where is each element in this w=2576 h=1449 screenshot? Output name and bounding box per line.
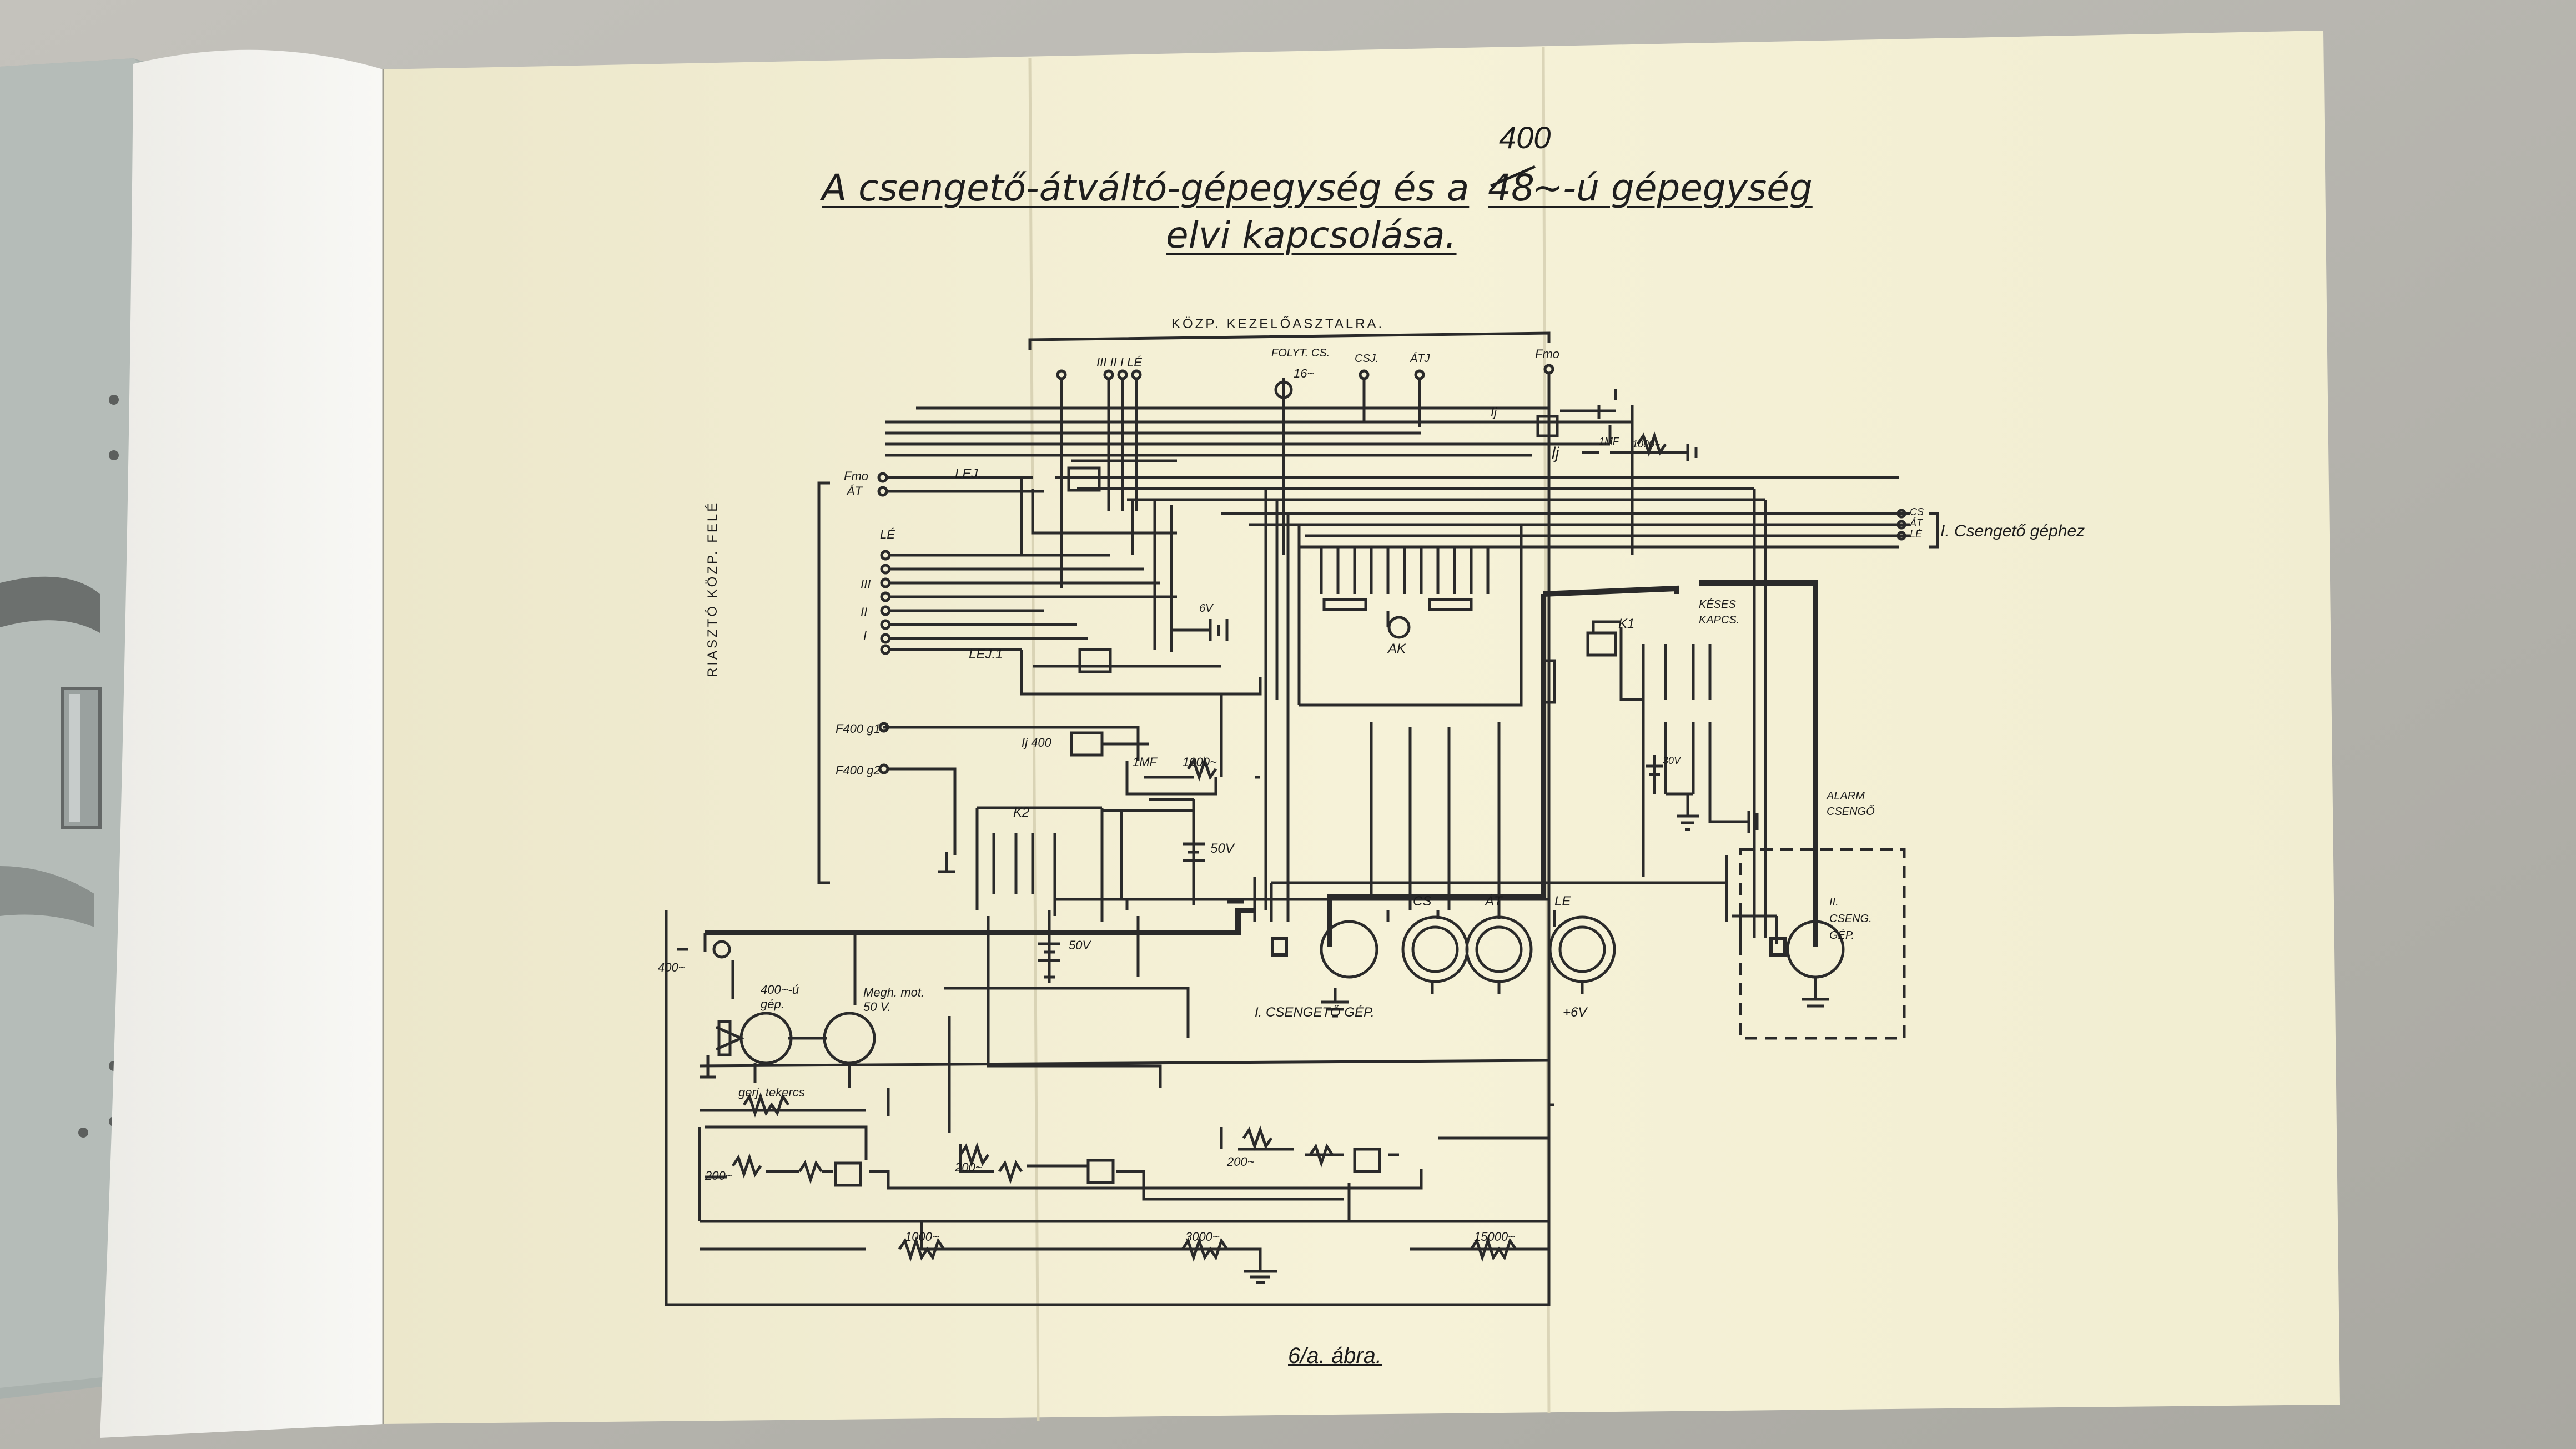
label-le-col: LÉ: [880, 527, 895, 541]
label-ij: Ij: [1491, 405, 1497, 419]
label-r200-1: 200~: [705, 1169, 733, 1183]
label-1000-mid: 1000~: [1632, 439, 1661, 450]
diagram-sheet: [383, 31, 2340, 1424]
label-fmo-top: Fmo: [1535, 347, 1559, 361]
label-rom-ii: II: [861, 605, 868, 619]
figure-caption: 6/a. ábra.: [1288, 1344, 1382, 1368]
binder-clip: [61, 687, 102, 829]
label-lj: lj: [1552, 444, 1559, 462]
label-r3000: 3000~: [1185, 1230, 1220, 1244]
label-1000-top: 1000~: [1183, 755, 1217, 769]
label-r200-2: 200~: [955, 1160, 983, 1174]
label-f400-2: F400 g2: [836, 763, 881, 777]
label-csj: CSJ.: [1355, 353, 1379, 365]
label-gerj-tekercs: gerj. tekercs: [738, 1085, 805, 1099]
label-csengeto-gep-1: I. CSENGETŐ GÉP.: [1255, 1005, 1375, 1020]
label-folyt-cs: FOLYT. CS.: [1271, 347, 1330, 359]
label-50v-b: 50V: [1069, 938, 1091, 952]
label-r15000: 15000~: [1474, 1230, 1516, 1244]
label-le-out: LÉ: [1910, 529, 1923, 540]
label-30v: 30V: [1663, 755, 1681, 766]
label-cs-out: CS: [1910, 506, 1924, 517]
label-fmo-left: Fmo: [844, 469, 868, 483]
label-kozp-kezelo: KÖZP. KEZELŐASZTALRA.: [1171, 316, 1385, 331]
circuit-wiring: [665, 331, 1939, 1306]
label-at-out: ÁT: [1910, 517, 1923, 529]
label-rom-i: I: [863, 628, 867, 642]
label-at-left: ÁT: [847, 484, 863, 498]
label-alarm-csengo: ALARM CSENGŐ: [1827, 790, 1875, 818]
label-atj: ÁTJ: [1410, 353, 1430, 365]
title-superscript-number: 400: [1499, 120, 1551, 155]
label-r1000: 1000~: [905, 1230, 939, 1244]
label-1mf-b: 1MF: [1599, 436, 1619, 447]
label-csengeto-gep-2: II. CSENG. GÉP.: [1829, 896, 1872, 942]
left-page: [100, 49, 383, 1438]
label-6v: 6V: [1199, 602, 1213, 615]
label-400hz: 400~: [658, 960, 686, 974]
label-f400-1: F400 g1: [836, 722, 881, 736]
label-gep400: 400~-ú gép.: [761, 983, 799, 1011]
label-hajto-mot: Megh. mot. 50 V.: [863, 985, 925, 1014]
label-csengeto-gephez: I. Csengető géphez: [1940, 522, 2085, 540]
title-line1-after: ~-ú gépegység: [1532, 167, 1813, 209]
label-k1: K1: [1618, 616, 1635, 631]
label-lej1: LEJ.1: [969, 647, 1003, 662]
label-plus6v: +6V: [1563, 1005, 1587, 1020]
label-ak: AK: [1388, 641, 1406, 656]
label-r200-3: 200~: [1227, 1155, 1255, 1169]
title-line1-before: A csengető-átváltó-gépegység és a: [822, 167, 1470, 209]
title-struck-number: 48: [1488, 167, 1534, 209]
label-50v-a: 50V: [1210, 841, 1234, 856]
label-keses-kapcs: KÉSES KAPCS.: [1699, 598, 1740, 626]
title-line2: elvi kapcsolása.: [1166, 214, 1457, 256]
label-lej: LEJ.: [955, 466, 982, 481]
label-rom-iii: III: [861, 577, 871, 591]
label-gen-cs: CS: [1413, 894, 1432, 909]
label-gen-le: LE: [1554, 894, 1571, 909]
label-gen-at: ÁT: [1485, 894, 1502, 909]
label-1mf: 1MF: [1133, 755, 1157, 769]
label-ij400: Ij 400: [1022, 736, 1051, 749]
label-roman-top: III II I LÉ: [1096, 355, 1142, 369]
label-riaszto: RIASZTÓ KÖZP. FELÉ: [705, 500, 720, 677]
label-16hz: 16~: [1294, 366, 1315, 380]
label-k2: K2: [1013, 805, 1030, 820]
